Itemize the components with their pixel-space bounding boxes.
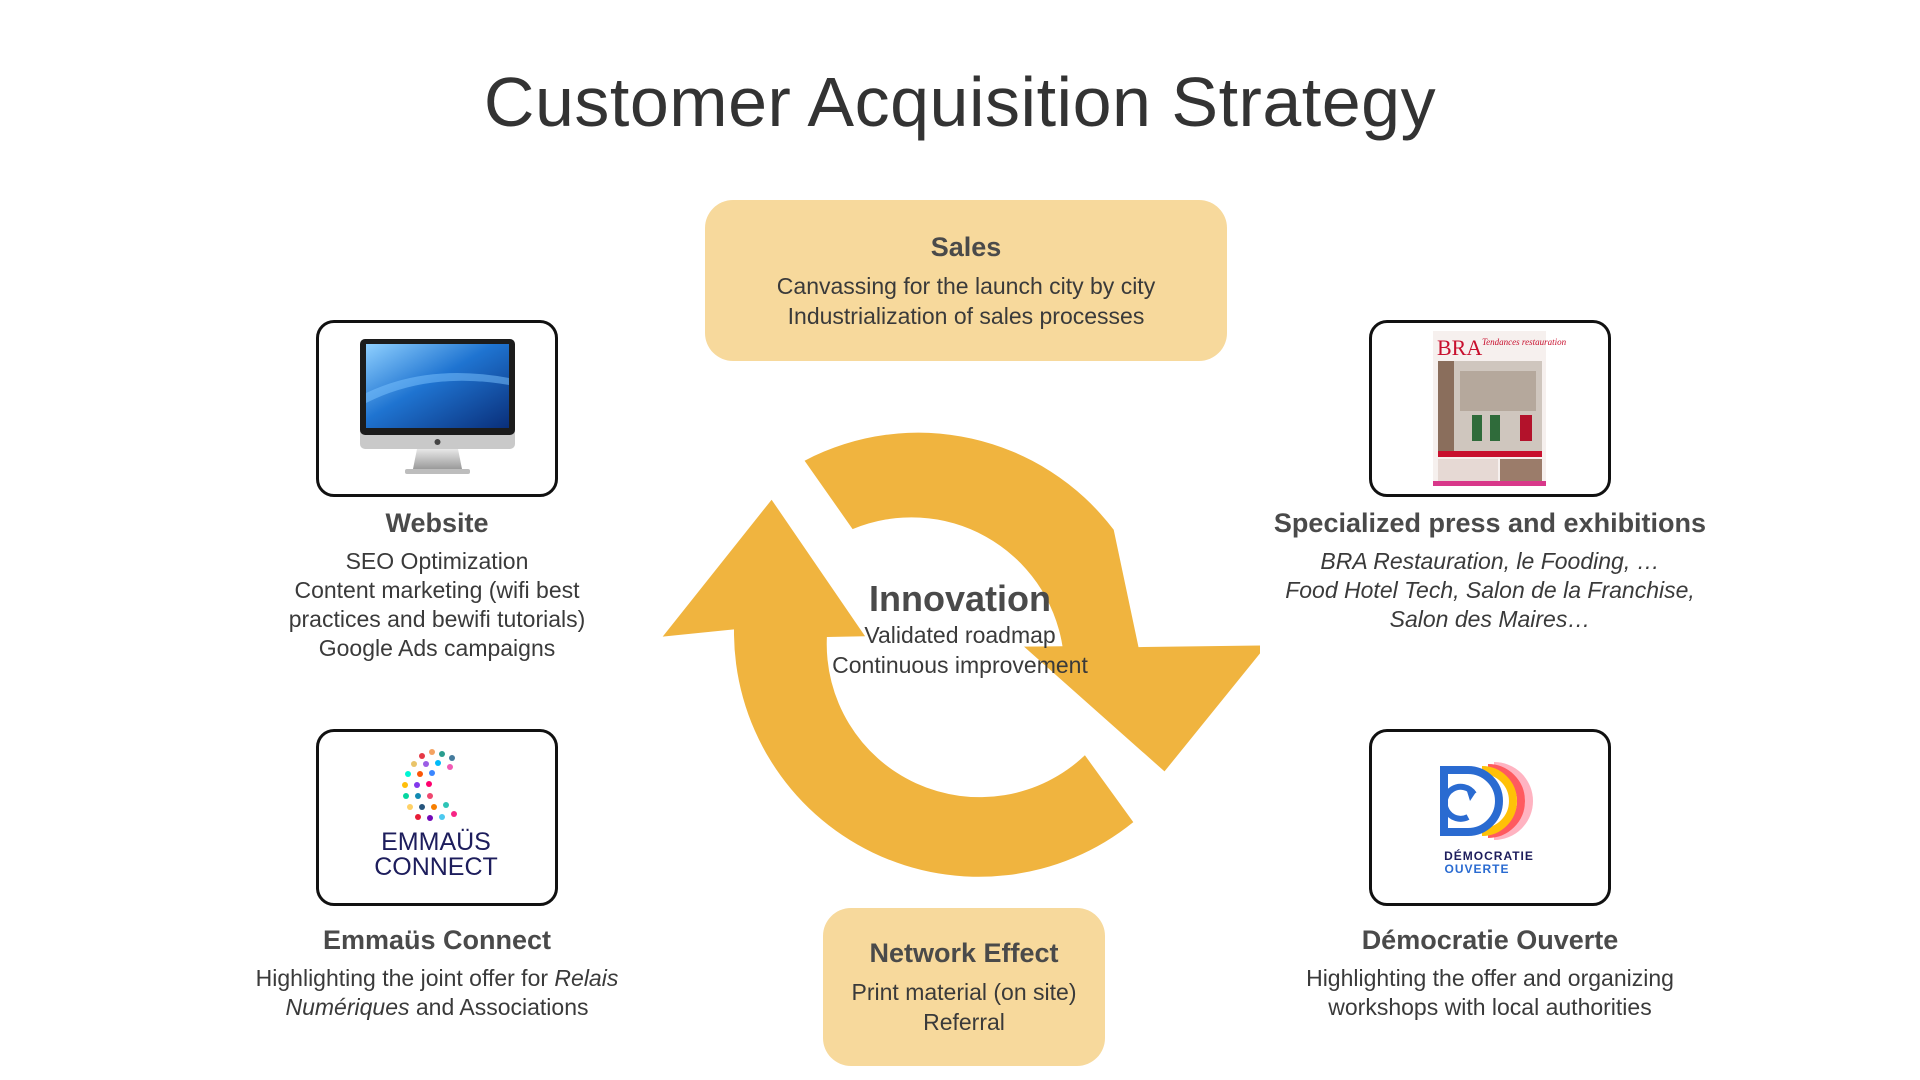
cycle-arrows-diagram [662,432,1260,877]
magazine-subtitle: Tendances restauration [1482,337,1567,347]
emmaus-text: and Associations [409,994,589,1020]
emmaus-caption: Emmaüs Connect Highlighting the joint of… [177,925,697,1022]
innovation-block: Innovation Validated roadmap Continuous … [760,578,1160,680]
democratie-line: Highlighting the offer and organizing [1306,965,1674,991]
network-effect-line: Referral [923,1009,1005,1035]
page-title: Customer Acquisition Strategy [483,63,1437,141]
emmaus-text-italic: Numériques [285,994,410,1020]
press-line: Salon des Maires… [1389,606,1591,632]
cycle-arrow-bottom-left [662,499,1134,877]
emmaus-text-italic: Relais [554,965,619,991]
emmaus-connect-logo-frame: EMMAÜS CONNECT [316,729,558,906]
democratie-title: Démocratie Ouverte [1361,925,1619,955]
sales-title: Sales [930,232,1002,262]
magazine-brand: BRA [1437,335,1482,360]
press-title: Specialized press and exhibitions [1273,508,1707,538]
website-image-frame [316,320,558,497]
network-effect-line: Print material (on site) [851,979,1077,1005]
democratie-logo-text: OUVERTE [1444,862,1509,876]
website-title: Website [385,508,489,538]
website-caption: Website SEO Optimization Content marketi… [177,508,697,663]
sales-box: Sales Canvassing for the launch city by … [705,200,1227,361]
press-line: Food Hotel Tech, Salon de la Franchise, [1285,577,1695,603]
democratie-ouverte-logo: DÉMOCRATIE OUVERTE [1440,762,1534,876]
sales-line: Canvassing for the launch city by city [776,273,1156,299]
sales-line: Industrialization of sales processes [787,303,1145,329]
magazine-cover-image: BRA Tendances restauration [1433,331,1567,486]
press-image-frame: BRA Tendances restauration [1369,320,1611,497]
emmaus-connect-logo: EMMAÜS CONNECT [374,749,498,881]
cycle-arrow-top-right [804,432,1260,772]
democratie-ouverte-logo-frame: DÉMOCRATIE OUVERTE [1369,729,1611,906]
democratie-caption: Démocratie Ouverte Highlighting the offe… [1230,925,1750,1022]
network-effect-box: Network Effect Print material (on site) … [823,908,1105,1066]
imac-computer-icon [360,339,515,474]
press-caption: Specialized press and exhibitions BRA Re… [1230,508,1750,634]
emmaus-line: Highlighting the joint offer for Relais [177,964,697,993]
innovation-title: Innovation [869,578,1051,619]
emmaus-title: Emmaüs Connect [322,925,552,955]
innovation-line: Continuous improvement [832,652,1088,678]
website-line: practices and bewifi tutorials) [288,606,586,632]
emmaus-logo-text: CONNECT [374,853,498,881]
emmaus-logo-text: EMMAÜS [381,828,491,856]
democratie-logo-text: DÉMOCRATIE [1444,848,1534,863]
network-effect-title: Network Effect [869,938,1059,968]
emmaus-line: Numériques and Associations [177,993,697,1022]
emmaus-text: Highlighting the joint offer for [255,965,555,991]
website-line: Content marketing (wifi best [294,577,580,603]
press-line: BRA Restauration, le Fooding, … [1320,548,1660,574]
website-line: SEO Optimization [345,548,529,574]
democratie-line: workshops with local authorities [1328,994,1652,1020]
website-line: Google Ads campaigns [318,635,556,661]
innovation-line: Validated roadmap [864,622,1056,648]
